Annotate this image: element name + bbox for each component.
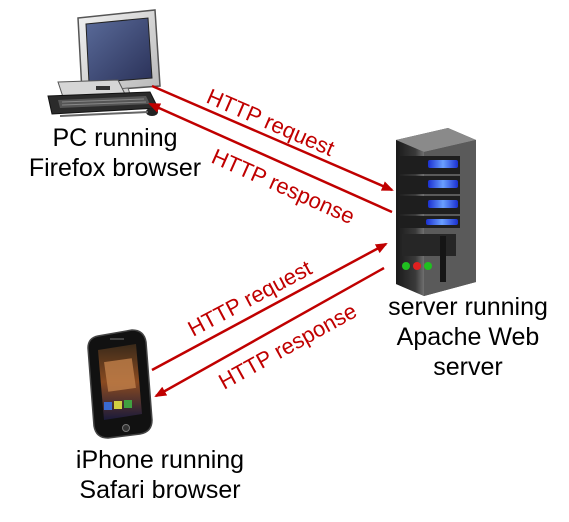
server-label-line1: server running [388,293,548,321]
pc-label-line1: PC running [52,124,178,152]
pc-label-line2: Firefox browser [28,154,202,182]
server-label-line2: Apache Web [396,323,540,351]
pc-request-arrow [151,84,394,192]
pc-label: PC running Firefox browser [10,123,220,183]
pc-response-arrow [148,102,393,214]
iphone-response-arrow [154,266,385,398]
iphone-label-line1: iPhone running [75,446,245,474]
iphone-request-arrow [151,242,388,372]
server-label: server running Apache Web server [378,292,558,382]
iphone-label-line2: Safari browser [79,476,241,504]
server-label-line3: server [433,353,503,381]
iphone-label: iPhone running Safari browser [60,445,260,505]
iphone-icon [87,329,153,439]
server-tower-icon [396,128,476,296]
desktop-computer-icon [47,9,161,117]
